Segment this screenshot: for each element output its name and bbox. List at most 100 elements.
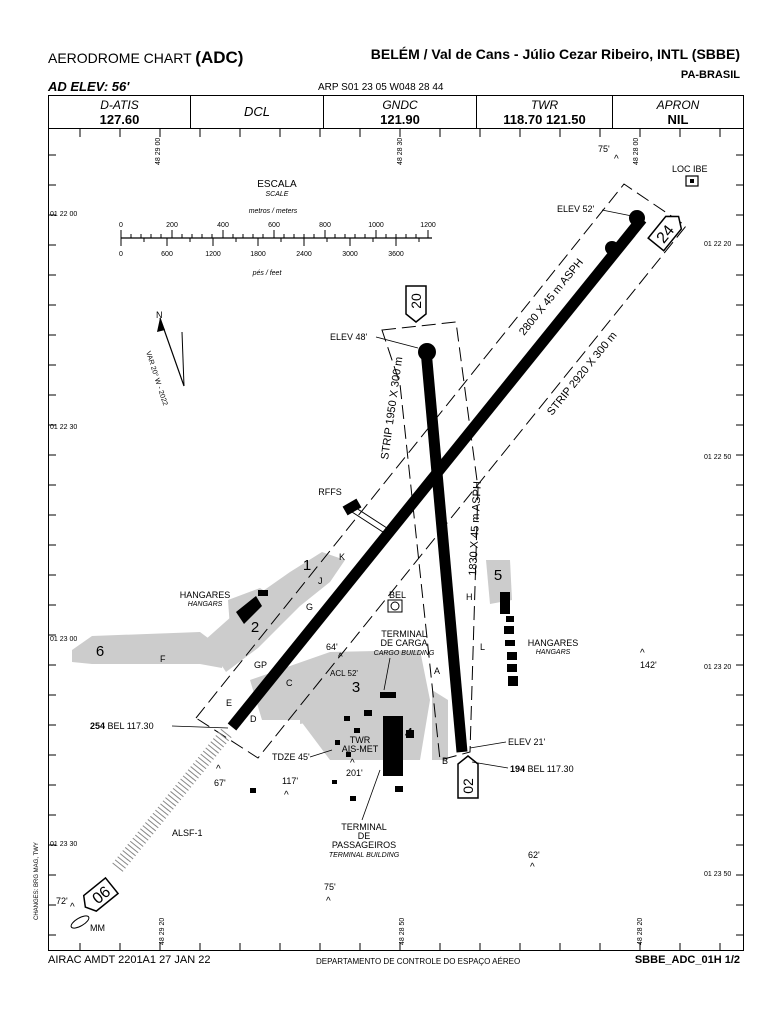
lat-label: 01 22 00: [50, 211, 77, 218]
chart-frame: [48, 129, 744, 951]
rwy-02-label: 02: [460, 778, 476, 794]
apron-label: 4: [405, 725, 413, 742]
twy-label: K: [339, 552, 345, 562]
lon-label: 48 28 50: [399, 918, 406, 945]
apron-label: 2: [251, 619, 259, 636]
lon-label: 48 29 20: [159, 918, 166, 945]
scale-m-tick: 600: [268, 222, 280, 229]
rffs-road: [351, 511, 387, 535]
obstacle-icon: ^: [216, 764, 221, 775]
hangars-left: HANGARES: [180, 590, 231, 600]
magvar-label: VAR 20° W - 2022: [144, 350, 169, 407]
elev-label: 62': [528, 850, 540, 860]
apron-label: 3: [352, 679, 360, 696]
facility-labels: RFFS HANGARES HANGARS HANGARES HANGARS T…: [180, 487, 579, 859]
scale-m-tick: 800: [319, 222, 331, 229]
loc-icon-dot: [690, 179, 694, 183]
obstacle-icon: ^: [640, 648, 645, 659]
loc-label: LOC IBE: [672, 164, 708, 174]
obstacle-icon: ^: [70, 902, 75, 913]
rwy-20-label: 20: [408, 293, 424, 309]
mm-marker-icon: [70, 915, 90, 929]
loc-icon: [685, 175, 699, 187]
scale-title: ESCALA: [257, 179, 297, 190]
scale-ft-tick: 3000: [342, 251, 358, 258]
scale-m-tick: 1000: [368, 222, 384, 229]
hangars-left-en: HANGARS: [188, 601, 223, 608]
arp-coordinates: ARP S01 23 05 W048 28 44: [318, 82, 444, 93]
elev-label: 75': [598, 144, 610, 154]
frequency-bar: D-ATIS 127.60 DCL GNDC 121.90 TWR 118.70…: [48, 95, 744, 129]
state-label: PA-BRASIL: [680, 69, 740, 81]
lat-label: 01 23 00: [50, 636, 77, 643]
elev-label: ELEV 48': [330, 332, 368, 342]
scale-ft-tick: 3600: [388, 251, 404, 258]
freq-name: TWR: [530, 98, 559, 112]
hangars-right: HANGARES: [528, 638, 579, 648]
pax-label-3: PASSAGEIROS: [332, 840, 396, 850]
scale-m-tick: 400: [217, 222, 229, 229]
alsf-label: ALSF-1: [172, 828, 203, 838]
runways: [227, 210, 647, 753]
twr-label: TWR: [350, 735, 371, 745]
runway-identifiers: 24 20 02 06: [82, 215, 683, 912]
buildings: [236, 498, 518, 801]
freq-datis: D-ATIS 127.60: [49, 96, 191, 128]
scale-m-tick: 0: [119, 222, 123, 229]
freq-value: 118.70 121.50: [503, 112, 586, 127]
chart-type: AERODROME CHART: [48, 50, 192, 66]
north-arrow: N VAR 20° W - 2022: [144, 310, 185, 407]
freq-value: 127.60: [99, 112, 140, 127]
scale-m-tick: 1200: [420, 222, 436, 229]
elev-label: 117': [282, 776, 298, 786]
scale-ft-tick: 1800: [250, 251, 266, 258]
runway-strips: [195, 183, 687, 761]
lat-label: 01 23 50: [704, 871, 731, 878]
twy-label: F: [160, 654, 166, 664]
north-label: N: [156, 310, 163, 320]
elev-leaders: [309, 209, 633, 758]
hangars-right-en: HANGARS: [536, 649, 571, 656]
ad-elevation: AD ELEV: 56': [48, 79, 130, 94]
department-label: DEPARTAMENTO DE CONTROLE DO ESPAÇO AÉREO: [316, 957, 521, 966]
elev-label: ELEV 52': [557, 204, 595, 214]
frame-ticks: [48, 129, 744, 951]
changes-note: CHANGES: BRG MAG, TWY: [34, 842, 40, 920]
elev-label: TDZE 45': [272, 752, 310, 762]
obstacle-icon: ^: [350, 758, 355, 769]
twy-label: B: [442, 756, 448, 766]
freq-dcl: DCL: [191, 96, 324, 128]
lon-label: 48 28 30: [397, 138, 404, 165]
scale-ft-tick: 0: [119, 251, 123, 258]
apron-label: 5: [494, 567, 502, 584]
freq-gndc: GNDC 121.90: [324, 96, 477, 128]
apron-numbers: 1 2 3 4 5 6: [96, 557, 502, 742]
freq-name: APRON: [656, 98, 700, 112]
obstacle-icon: ^: [338, 652, 343, 663]
elev-label: 75': [324, 882, 336, 892]
navaid-leaders: [171, 725, 509, 769]
bel-254-label: 254 BEL 117.30: [90, 721, 154, 731]
lat-label: 01 22 50: [704, 454, 731, 461]
pax-label-en: TERMINAL BUILDING: [329, 852, 400, 859]
cargo-label-en: CARGO BUILDING: [374, 650, 435, 657]
lat-label: 01 23 20: [704, 664, 731, 671]
rffs-road: [355, 507, 391, 531]
navaid-labels: LOC IBE BEL GP MM 254 BEL 117.30 194 BEL…: [90, 164, 708, 933]
bel-label: BEL: [389, 590, 406, 600]
freq-apron: APRON NIL: [613, 96, 743, 128]
apron-label: 1: [303, 557, 311, 574]
twy-label: A: [434, 666, 440, 676]
approach-lights: [111, 728, 232, 874]
twy-label: L: [480, 642, 485, 652]
bel-194-label: 194 BEL 117.30: [510, 764, 574, 774]
freq-name: D-ATIS: [100, 98, 139, 112]
scale-ft-tick: 600: [161, 251, 173, 258]
lon-label: 48 29 00: [155, 138, 162, 165]
strip-0624: STRIP 2920 X 300 m: [545, 330, 620, 418]
lat-label: 01 22 20: [704, 241, 731, 248]
elev-label: ELEV 21': [508, 737, 546, 747]
cargo-label-1: TERMINAL: [381, 629, 427, 639]
scale-ft-tick: 1200: [205, 251, 221, 258]
obstacle-icon: ^: [326, 896, 331, 907]
